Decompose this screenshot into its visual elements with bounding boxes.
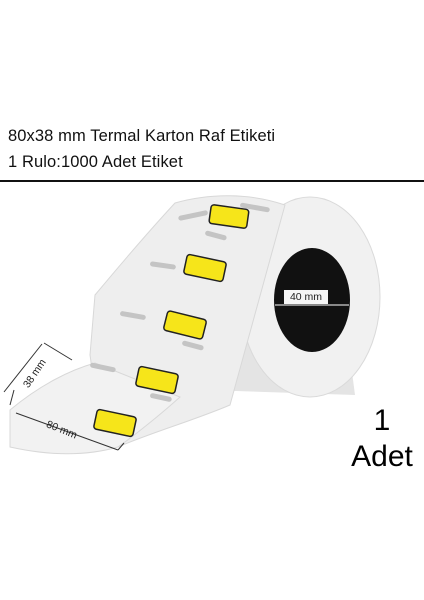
product-title: 80x38 mm Termal Karton Raf Etiketi	[8, 127, 276, 145]
label-tags	[93, 204, 250, 438]
quantity-unit: Adet	[351, 440, 413, 473]
product-subtitle: 1 Rulo:1000 Adet Etiket	[8, 153, 183, 171]
height-dimension	[3, 342, 73, 406]
label-tag	[183, 253, 227, 283]
label-tag	[93, 408, 137, 438]
label-notches	[90, 202, 270, 402]
label-tag	[208, 204, 250, 229]
label-tag	[135, 365, 179, 395]
quantity-number: 1	[373, 404, 391, 437]
core-diameter-label: 40 mm	[290, 291, 322, 303]
header-divider	[0, 180, 424, 182]
label-roll-illustration: 40 mm 38 mm 80 mm	[3, 195, 381, 455]
width-dimension	[15, 412, 125, 451]
label-tag	[163, 310, 207, 340]
